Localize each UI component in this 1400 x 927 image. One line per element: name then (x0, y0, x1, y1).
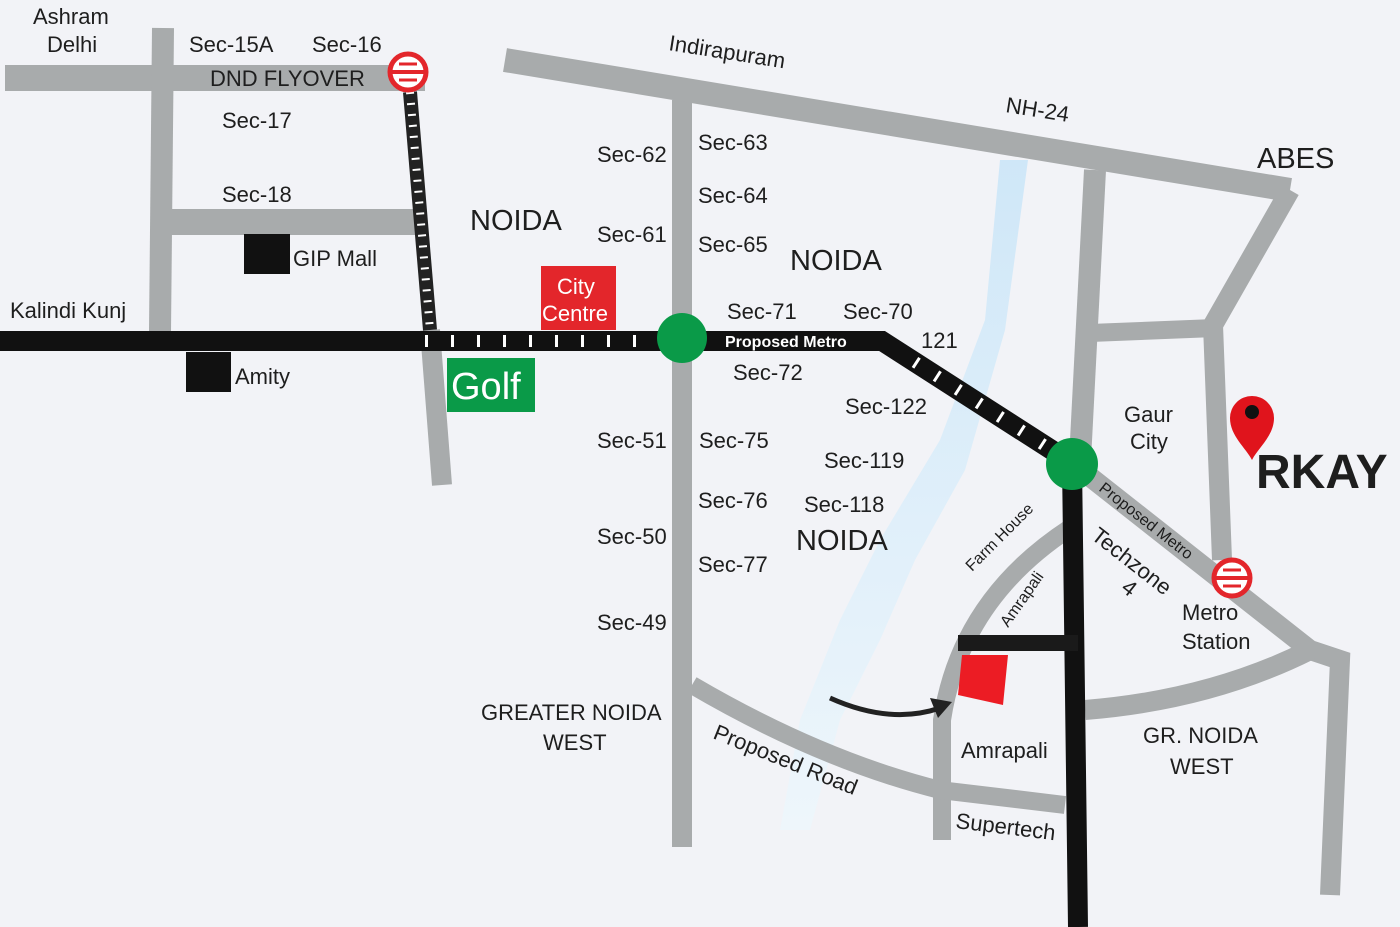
metro-line (0, 331, 1088, 927)
label-rkay: RKAY (1256, 446, 1388, 499)
label-sec15a: Sec-15A (189, 32, 274, 57)
label-sec64: Sec-64 (698, 183, 768, 208)
label-proposed-metro: Proposed Metro (725, 334, 847, 351)
label-gr-noida-west: WEST (1170, 754, 1234, 779)
label-gaur-city: City (1130, 429, 1168, 454)
label-amity: Amity (235, 364, 290, 389)
label-sec70: Sec-70 (843, 299, 913, 324)
label-ashram: Ashram (33, 4, 109, 29)
label-city: City (557, 274, 595, 299)
label-sec65: Sec-65 (698, 232, 768, 257)
label-greater-noida-west: WEST (543, 730, 607, 755)
label-gip-mall: GIP Mall (293, 246, 377, 271)
metro-junction-station[interactable] (1046, 438, 1098, 490)
label-nh24: NH-24 (1004, 92, 1071, 127)
dnd-metro-line (403, 91, 437, 331)
label-abes: ABES (1257, 143, 1334, 175)
label-sec61: Sec-61 (597, 222, 667, 247)
label-noida: NOIDA (470, 205, 563, 237)
label-greater-noida: GREATER NOIDA (481, 700, 662, 725)
label-sec118: Sec-118 (804, 492, 884, 517)
label-dnd: DND FLYOVER (210, 66, 365, 91)
label-sec51: Sec-51 (597, 428, 667, 453)
label-sec18: Sec-18 (222, 182, 292, 207)
label-centre: Centre (542, 301, 608, 326)
label-techzone-number: 4 (1117, 574, 1142, 601)
label-noida: NOIDA (790, 245, 883, 277)
label-sec75: Sec-75 (699, 428, 769, 453)
direction-arrow-icon (828, 695, 941, 718)
metro-station-icon (1211, 557, 1253, 599)
label-sec71: Sec-71 (727, 299, 797, 324)
city-centre-box (541, 266, 616, 330)
label-supertech: Supertech (954, 808, 1057, 845)
map-pin-icon[interactable] (1230, 396, 1274, 460)
gip-mall-marker (244, 234, 290, 274)
label-gaur: Gaur (1124, 402, 1173, 427)
roads (5, 27, 1351, 896)
label-metro: Metro (1182, 600, 1238, 625)
label-121: 121 (921, 328, 958, 353)
label-station: Station (1182, 629, 1251, 654)
label-sec76: Sec-76 (698, 488, 768, 513)
label-sec49: Sec-49 (597, 610, 667, 635)
label-sec16: Sec-16 (312, 32, 382, 57)
label-golf: Golf (451, 366, 521, 408)
label-sec72: Sec-72 (733, 360, 803, 385)
label-sec50: Sec-50 (597, 524, 667, 549)
label-gr-noida: GR. NOIDA (1143, 723, 1258, 748)
label-sec63: Sec-63 (698, 130, 768, 155)
label-sec122: Sec-122 (845, 394, 927, 419)
metro-station-icon (387, 51, 429, 93)
direction-arrow-head (930, 698, 952, 718)
label-indirapuram: Indirapuram (667, 30, 787, 73)
label-noida: NOIDA (796, 525, 889, 557)
metro-junction-station[interactable] (657, 313, 707, 363)
label-sec62: Sec-62 (597, 142, 667, 167)
label-sec77: Sec-77 (698, 552, 768, 577)
label-delhi: Delhi (47, 32, 97, 57)
label-kalindi: Kalindi Kunj (10, 298, 126, 323)
label-amrapali: Amrapali (961, 738, 1048, 763)
golf-box (447, 358, 535, 412)
river (780, 160, 1028, 830)
label-sec119: Sec-119 (824, 448, 904, 473)
label-sec17: Sec-17 (222, 108, 292, 133)
project-site (958, 655, 1008, 705)
amity-marker (186, 352, 231, 392)
